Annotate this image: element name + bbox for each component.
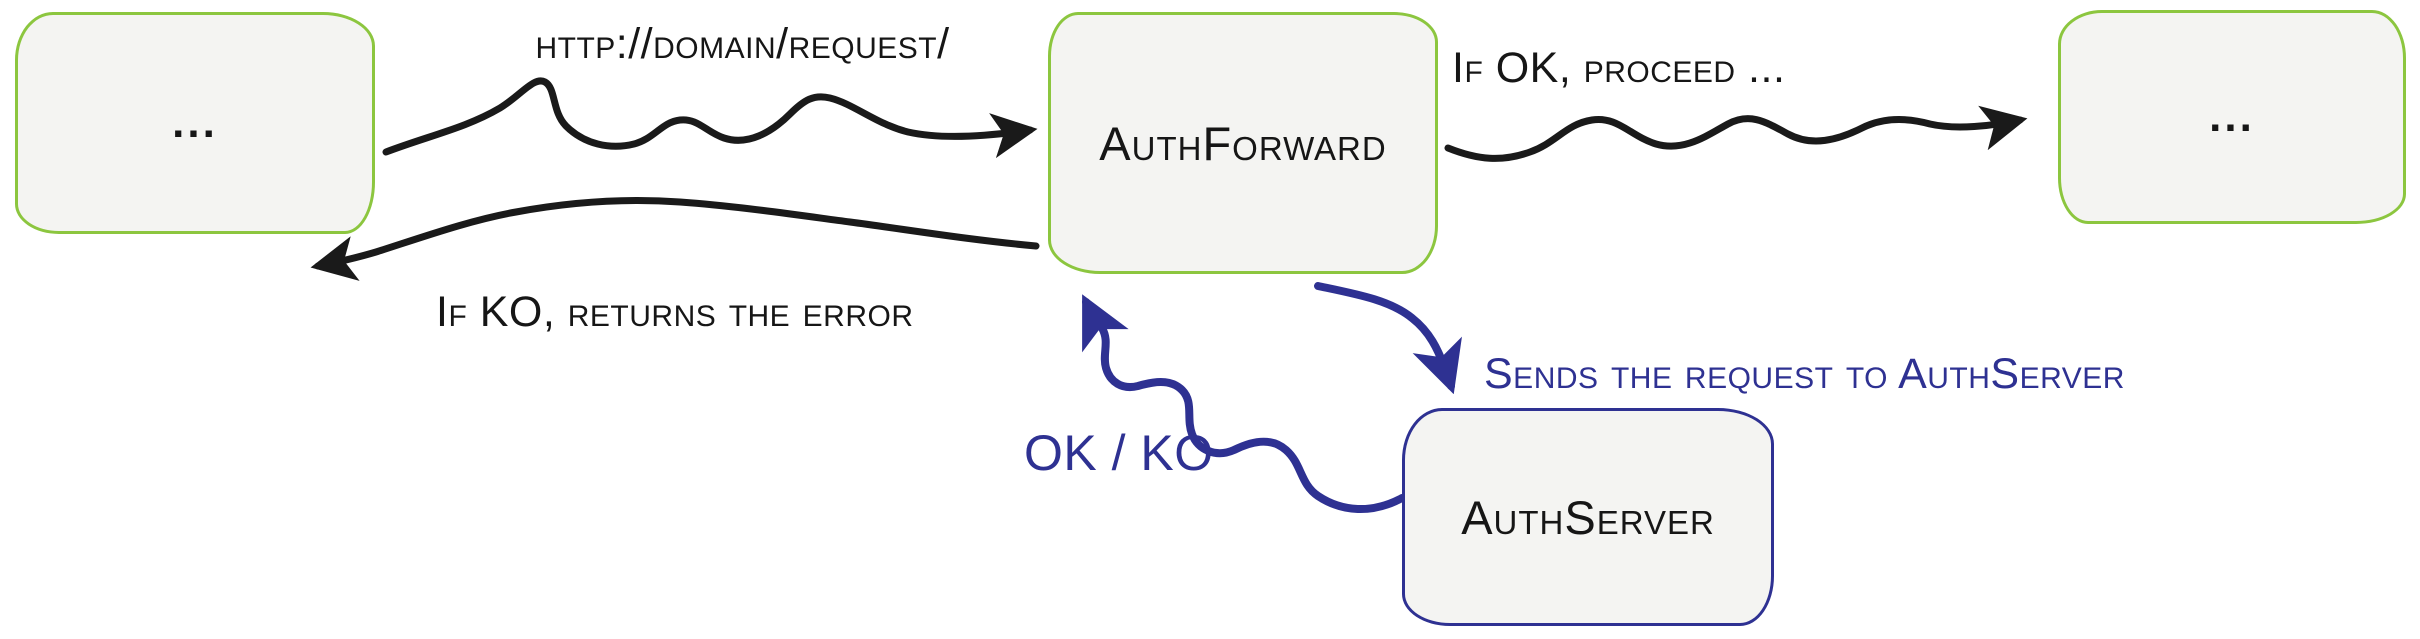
client-right-label: ...: [2209, 92, 2255, 141]
ok-ko-arrow: [1082, 294, 1406, 513]
ko-return-arrow-label: If KO, returns the error: [436, 288, 914, 336]
auth-server-label: AuthServer: [1461, 490, 1715, 544]
node-client-right: ...: [2058, 10, 2406, 224]
ok-ko-arrow-label: OK / KO: [1024, 425, 1214, 481]
client-left-label: ...: [172, 98, 218, 147]
node-client-left: ...: [15, 12, 375, 234]
node-auth-server: AuthServer: [1402, 408, 1774, 626]
auth-forward-label: AuthForward: [1099, 116, 1387, 170]
ok-proceed-arrow: [1444, 105, 2028, 162]
request-arrow: [382, 77, 1038, 159]
send-request-arrow: [1314, 282, 1462, 395]
send-request-arrow-label: Sends the request to AuthServer: [1484, 350, 2125, 398]
ok-proceed-arrow-label: If OK, proceed ...: [1452, 44, 1786, 92]
request-arrow-label: http://domain/request/: [535, 20, 950, 68]
node-auth-forward: AuthForward: [1048, 12, 1438, 274]
ko-return-arrow: [310, 196, 1040, 281]
